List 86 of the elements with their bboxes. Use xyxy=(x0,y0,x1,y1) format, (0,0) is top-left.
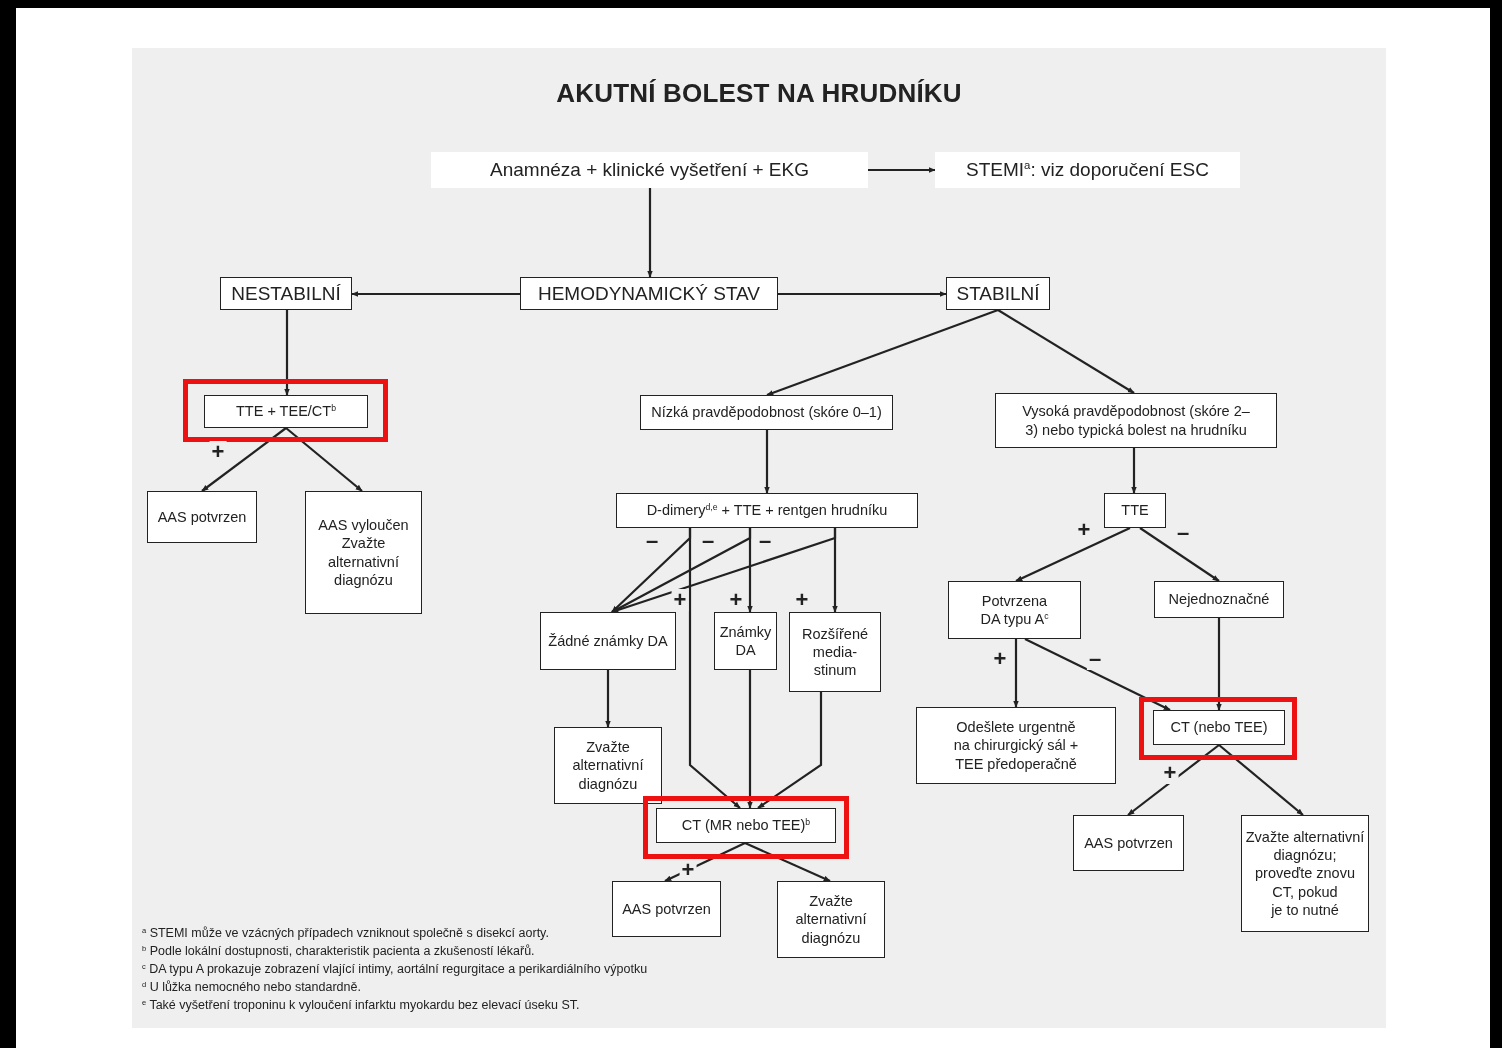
box-text: NESTABILNÍ xyxy=(231,281,341,306)
arrow xyxy=(832,528,838,613)
box-text: Vysoká pravděpodobnost (skóre 2–3) nebo typická bolest na hrudníku xyxy=(1021,402,1251,439)
process-box xyxy=(714,612,777,670)
process-box xyxy=(916,707,1116,784)
arrow xyxy=(1139,527,1220,582)
process-box xyxy=(540,612,676,670)
box-text: Známky DA xyxy=(718,622,773,660)
process-box xyxy=(640,395,893,430)
box-text: Nízká pravděpodobnost (skóre 0–1) xyxy=(651,403,882,422)
diagram-title: AKUTNÍ BOLEST NA HRUDNÍKU xyxy=(555,78,963,109)
state-box xyxy=(520,277,778,310)
arrow xyxy=(757,692,823,809)
box-text: Zvažte alternativní diagnózu; proveďte znovu CT, pokud je to nutné xyxy=(1245,828,1365,919)
arrow xyxy=(1131,448,1137,494)
process-box xyxy=(612,881,721,937)
arrow xyxy=(1127,744,1220,816)
process-box xyxy=(789,612,881,692)
process-box xyxy=(656,808,836,843)
arrow xyxy=(1024,638,1171,711)
arrow xyxy=(1218,744,1304,816)
footnote: $^{d}$ U lůžka nemocného nebo standardně. xyxy=(142,980,361,994)
box-text: D-dimery$^{d,e}$ + TTE + rentgen hrudníku xyxy=(646,501,888,520)
box-text: Nejednoznačné xyxy=(1168,590,1270,609)
arrow xyxy=(647,188,653,278)
arrow xyxy=(747,528,753,613)
process-box xyxy=(616,493,918,528)
box-text: CT (MR nebo TEE)$^{b}$ xyxy=(681,816,811,835)
arrow xyxy=(285,427,363,492)
process-box xyxy=(554,727,662,804)
arrow xyxy=(351,291,520,297)
arrow xyxy=(1013,639,1019,708)
box-text: STABILNÍ xyxy=(956,281,1040,306)
process-box xyxy=(147,491,257,543)
highlight-frame xyxy=(1139,697,1297,760)
state-box xyxy=(946,277,1050,310)
arrow xyxy=(1216,618,1222,711)
box-text: TTE + TEE/CT$^{b}$ xyxy=(235,402,337,421)
process-box xyxy=(1154,581,1284,618)
arrow xyxy=(764,430,770,494)
header-box xyxy=(431,152,868,188)
box-text: Žádné známky DA xyxy=(548,631,668,651)
box-text: Zvažte alternativní diagnózu xyxy=(327,534,400,589)
process-box xyxy=(1104,493,1166,528)
state-box xyxy=(220,277,352,310)
box-text: TTE xyxy=(1121,501,1149,520)
highlight-frame xyxy=(643,796,849,859)
box-text: Zvažte alternativní diagnózu xyxy=(571,738,645,793)
header-box xyxy=(935,152,1240,188)
box-text: HEMODYNAMICKÝ STAV xyxy=(537,281,760,306)
box-text: Rozšířené media- stinum xyxy=(800,624,870,680)
box-text: AAS potvrzen xyxy=(1084,833,1173,853)
arrow xyxy=(664,842,746,882)
box-text: Anamnéza + klinické vyšetření + EKG xyxy=(490,158,809,182)
arrow xyxy=(201,427,287,492)
process-box xyxy=(1073,815,1184,871)
box-text: CT (nebo TEE) xyxy=(1170,718,1268,737)
box-text: STEMI$^{a}$: viz doporučení ESC xyxy=(966,158,1209,182)
process-box xyxy=(204,395,368,428)
arrow xyxy=(868,167,936,173)
arrow xyxy=(747,670,753,809)
process-box xyxy=(948,581,1081,639)
process-box xyxy=(1241,815,1369,932)
box-text: Potvrzena DA typu A$^{c}$ xyxy=(979,591,1050,629)
footnote: $^{a}$ STEMI může ve vzácných případech vzniknout společně s disekcí aorty. xyxy=(142,926,549,940)
footnote: $^{c}$ DA typu A prokazuje zobrazení vlající intimy, aortální regurgitace a perikardiálního výpotku xyxy=(142,962,648,976)
footnote: $^{e}$ Také vyšetření troponinu k vyloučení infarktu myokardu bez elevací úseku ST. xyxy=(142,998,580,1012)
highlight-frame xyxy=(183,379,388,442)
box-text: Odešlete urgentně na chirurgický sál + TEE předoperačně xyxy=(952,718,1080,773)
arrow xyxy=(744,842,831,882)
process-box xyxy=(995,393,1277,448)
arrow xyxy=(997,309,1135,394)
box-text: AAS potvrzen xyxy=(622,899,711,919)
arrow xyxy=(1015,527,1131,582)
arrow xyxy=(778,291,947,297)
arrow xyxy=(688,528,741,809)
footnote: $^{b}$ Podle lokální dostupnosti, charakteristik pacienta a zkušeností lékařů. xyxy=(142,944,535,958)
arrow xyxy=(766,308,999,397)
arrow xyxy=(284,310,290,396)
process-box xyxy=(777,881,885,958)
box-text: Zvažte alternativní diagnózu xyxy=(794,892,868,947)
arrow xyxy=(605,670,611,728)
box-text: AAS potvrzen xyxy=(157,507,247,527)
process-box xyxy=(1153,710,1285,745)
box-text: AAS vyloučen xyxy=(318,516,409,535)
process-box xyxy=(305,491,422,614)
